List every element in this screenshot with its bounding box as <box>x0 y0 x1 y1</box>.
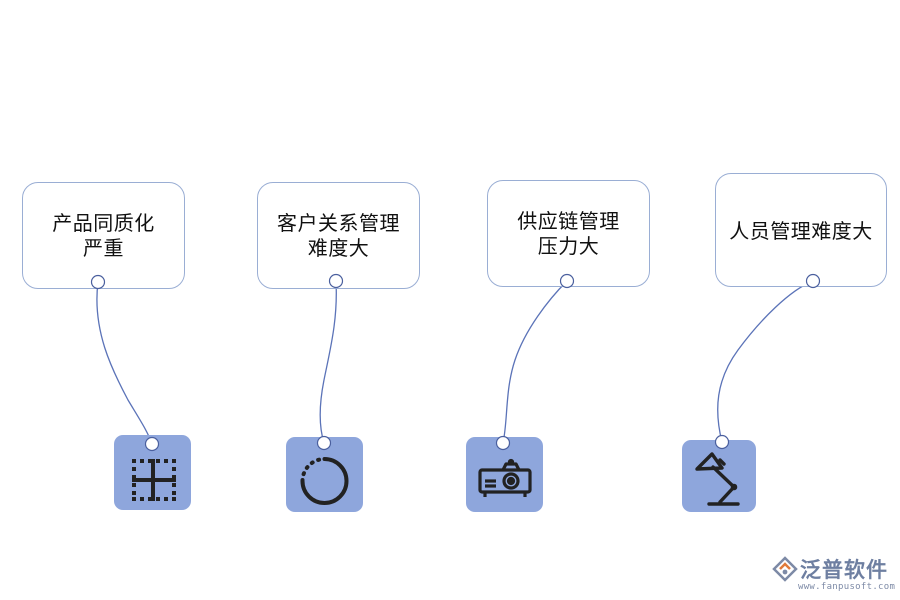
card-customer-relationship: 客户关系管理 难度大 <box>257 182 420 289</box>
projector-icon <box>478 458 532 497</box>
logo-url: www.fanpusoft.com <box>798 582 896 592</box>
desk-lamp-icon <box>695 452 740 506</box>
icon-tile-2 <box>286 437 363 512</box>
grid-icon-dots <box>132 459 176 501</box>
card-line: 人员管理难度大 <box>729 219 873 243</box>
icon-tile-1 <box>114 435 191 510</box>
card-label: 人员管理难度大 <box>723 219 879 244</box>
grid-icon <box>132 459 176 501</box>
brand-logo: 泛普软件 www.fanpusoft.com <box>772 552 896 596</box>
card-label: 客户关系管理 难度大 <box>271 211 406 261</box>
card-supply-chain: 供应链管理 压力大 <box>487 180 650 287</box>
dotted-circle-icon <box>300 457 349 505</box>
card-product-homogeneity: 产品同质化 严重 <box>22 182 185 289</box>
connector-1 <box>96 281 153 445</box>
card-line: 难度大 <box>307 235 370 260</box>
logo-text: 泛普软件 <box>800 558 888 582</box>
card-personnel-management: 人员管理难度大 <box>715 173 887 287</box>
card-line: 严重 <box>83 235 124 260</box>
card-label: 产品同质化 严重 <box>46 211 161 261</box>
icon-tile-3 <box>466 437 543 512</box>
card-label: 供应链管理 压力大 <box>511 209 626 259</box>
logo-mark-icon <box>772 556 798 582</box>
card-line: 客户关系管理 <box>277 210 400 235</box>
card-line: 供应链管理 <box>517 208 620 233</box>
connector-2 <box>319 280 337 444</box>
icon-tile-4 <box>682 440 756 512</box>
card-line: 压力大 <box>537 233 600 258</box>
card-line: 产品同质化 <box>52 210 155 235</box>
connector-4 <box>717 280 814 443</box>
connector-3 <box>502 280 568 444</box>
